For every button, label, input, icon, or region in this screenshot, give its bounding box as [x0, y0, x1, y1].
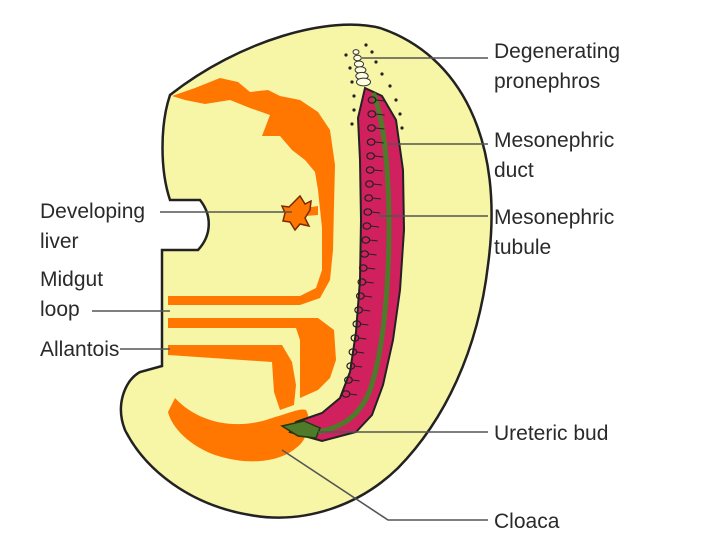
pronephros-dot: [374, 60, 378, 64]
pronephros-dot: [364, 43, 368, 47]
tubule-stem: [375, 127, 385, 130]
gut-tube: [168, 78, 336, 462]
tubule-stem: [375, 99, 386, 102]
tubule-stem: [352, 379, 360, 382]
hindgut: [168, 398, 309, 462]
pronephros-dot: [350, 80, 354, 84]
tubule-stem: [375, 113, 385, 116]
label-meso-tubule-line2: tubule: [494, 236, 551, 259]
tubule-stem: [374, 141, 384, 144]
pronephros-dot: [352, 108, 356, 112]
tubule-stem: [374, 155, 384, 158]
label-allantois: Allantois: [40, 338, 119, 361]
tubule-stem: [367, 267, 376, 270]
mesonephric-tubules: [341, 96, 386, 398]
liver-blob: [280, 194, 312, 232]
tubule-stem: [360, 323, 369, 326]
label-degenerating-line2: pronephros: [494, 70, 600, 93]
tubule-stem: [372, 197, 382, 200]
tubule-stem: [354, 365, 362, 368]
label-degenerating-line1: Degenerating: [494, 40, 620, 63]
pronephros-dot: [370, 50, 374, 54]
label-developing-liver: Developing liver: [40, 200, 145, 253]
label-cloaca: Cloaca: [494, 510, 560, 533]
pronephros-dot: [350, 122, 354, 126]
label-midgut-loop: Midgut loop: [40, 268, 103, 321]
label-mesonephric-tubule: Mesonephric tubule: [494, 206, 614, 259]
label-liver-line2: liver: [40, 230, 79, 253]
label-midgut-line1: Midgut: [40, 268, 103, 291]
leader-lines: [92, 57, 488, 521]
tubule-stem: [370, 225, 380, 228]
pronephros-dot: [388, 84, 392, 88]
leader-cloaca: [281, 449, 488, 521]
liver-bud: [280, 194, 318, 232]
tubule-stem: [368, 253, 377, 256]
tubule-stem: [349, 393, 358, 396]
label-degenerating-pronephros: Degenerating pronephros: [494, 40, 620, 93]
tubule-stem: [358, 337, 367, 340]
pronephros-ring: [356, 77, 371, 87]
tubule-stem: [373, 169, 383, 172]
pronephros-dot: [344, 53, 348, 57]
tubule-stem: [364, 295, 373, 298]
pronephros-dot: [352, 94, 356, 98]
tubule-stem: [362, 309, 371, 312]
label-liver-line1: Developing: [40, 200, 145, 223]
foregut-wall: [168, 78, 335, 305]
embryo-body: [119, 23, 493, 519]
label-ureteric-bud: Ureteric bud: [494, 422, 608, 445]
pronephros-dot: [398, 112, 402, 116]
pronephros-ring: [353, 60, 365, 68]
label-meso-duct-line2: duct: [494, 159, 534, 182]
mesonephric-duct: [303, 92, 392, 437]
pronephros-ring: [352, 49, 360, 55]
midgut-lower: [168, 318, 336, 398]
tubule-stem: [371, 211, 381, 214]
label-mesonephric-duct: Mesonephric duct: [494, 129, 614, 182]
degenerating-pronephros: [344, 43, 404, 130]
label-meso-tubule-line1: Mesonephric: [494, 206, 614, 229]
ureteric-bud: [280, 420, 321, 439]
label-meso-duct-line1: Mesonephric: [494, 129, 614, 152]
pronephros-dot: [348, 66, 352, 70]
pronephros-ring: [353, 54, 362, 62]
tubule-stem: [369, 239, 378, 242]
pronephros-dot: [394, 98, 398, 102]
label-midgut-line2: loop: [40, 298, 80, 321]
allantois-duct: [168, 345, 296, 410]
pronephros-dot: [380, 72, 384, 76]
tubule-stem: [356, 351, 365, 354]
tubule-stem: [373, 183, 382, 186]
tubule-stem: [365, 281, 374, 284]
pronephros-dot: [400, 126, 404, 130]
